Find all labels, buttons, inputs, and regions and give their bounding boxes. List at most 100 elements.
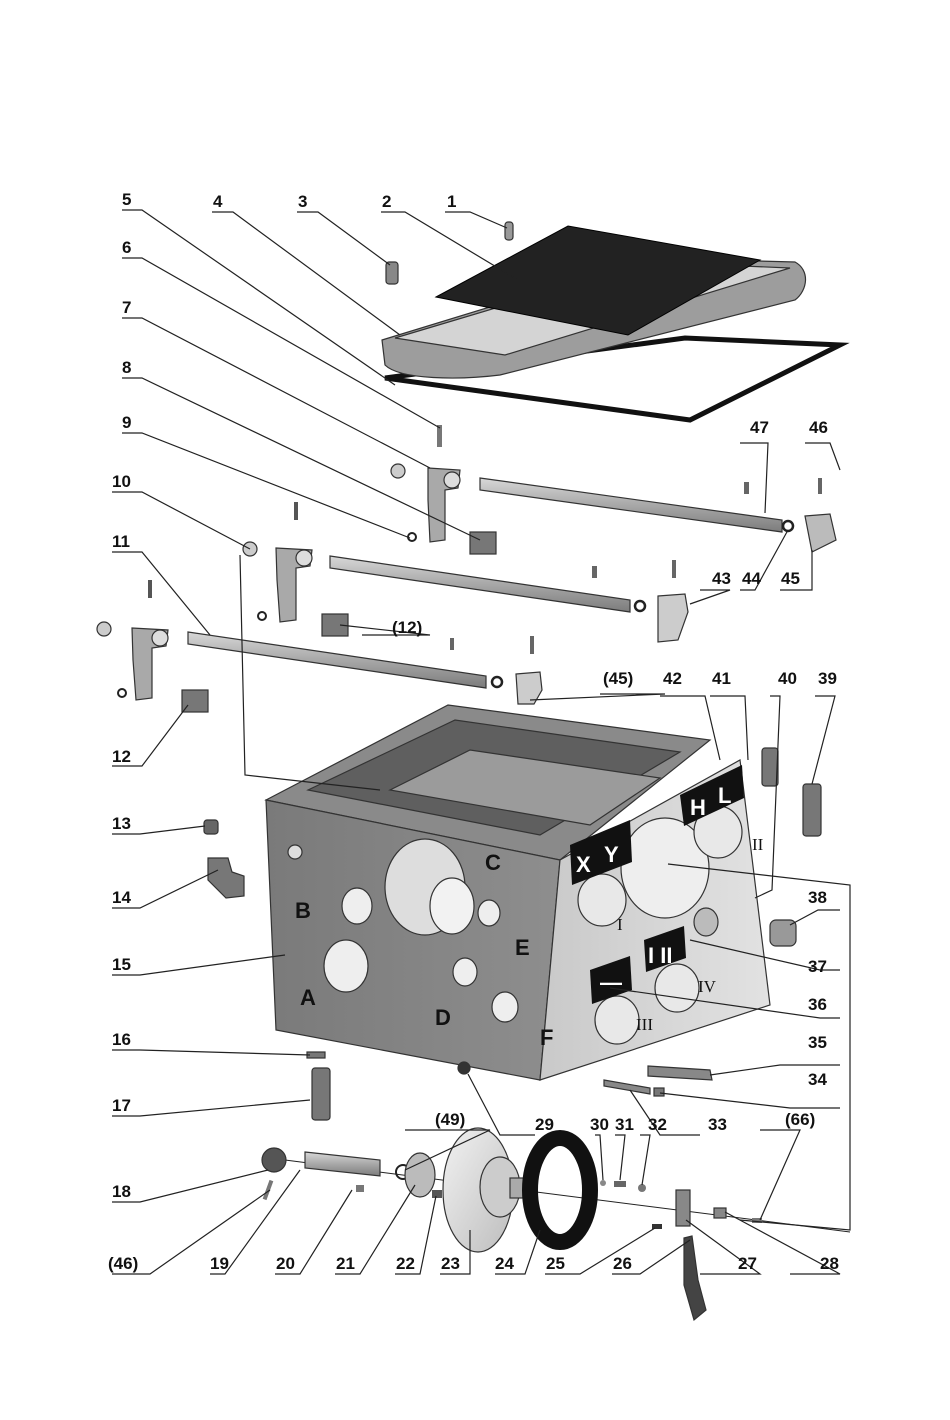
- bore-letter-b: B: [295, 898, 311, 923]
- bore-letter-c: C: [485, 850, 501, 875]
- shaft-19: [304, 1151, 381, 1177]
- dial-24: [522, 1130, 598, 1250]
- cover-plate-2: [434, 225, 762, 336]
- callout-8: 8: [122, 358, 131, 377]
- bore-letter-e: E: [515, 935, 530, 960]
- fork-45: [804, 513, 837, 553]
- shaft-label-ii: II: [752, 835, 764, 854]
- gear-18: [261, 1147, 287, 1173]
- callout-12: 12: [112, 747, 131, 766]
- callout-27: 27: [738, 1254, 757, 1273]
- callout-5: 5: [122, 190, 131, 209]
- plate-36: [590, 956, 632, 1004]
- middle-shaft-assembly: [242, 502, 689, 643]
- fork-43: [657, 593, 689, 643]
- callout-28: 28: [820, 1254, 839, 1273]
- housing-hardware: [203, 747, 822, 1121]
- bore-b: [341, 887, 373, 925]
- callout-15: 15: [112, 955, 131, 974]
- callout-4: 4: [213, 192, 223, 211]
- screw-39: [802, 783, 822, 837]
- screw-35: [647, 1065, 713, 1081]
- callout-33: 33: [708, 1115, 727, 1134]
- plate-37: [644, 926, 686, 972]
- callout-49-ref: (49): [435, 1110, 465, 1129]
- plate-36-text: —: [600, 970, 622, 995]
- callout-19: 19: [210, 1254, 229, 1273]
- callout-41: 41: [712, 669, 731, 688]
- gearbox-housing-15: X Y H L — I II A B C D E F I II III IV: [264, 704, 771, 1081]
- block-27: [675, 1189, 691, 1227]
- callout-31: 31: [615, 1115, 634, 1134]
- callout-7: 7: [122, 298, 131, 317]
- callout-11: 11: [112, 532, 130, 551]
- plate-37-text: I II: [648, 943, 672, 968]
- callout-45-ref: (45): [603, 669, 633, 688]
- cover-assembly: [381, 221, 850, 447]
- plate-letter-h: H: [690, 795, 706, 820]
- bore-d: [452, 957, 478, 987]
- bore-e: [477, 899, 501, 927]
- callout-66-ref: (66): [785, 1110, 815, 1129]
- plate-letter-x: X: [576, 852, 591, 877]
- callout-20: 20: [276, 1254, 295, 1273]
- callout-42: 42: [663, 669, 682, 688]
- pin-1: [504, 221, 514, 241]
- callout-16: 16: [112, 1030, 131, 1049]
- callout-14: 14: [112, 888, 131, 907]
- pin-33: [603, 1079, 651, 1095]
- shaft-label-iii: III: [636, 1015, 653, 1034]
- callout-29: 29: [535, 1115, 554, 1134]
- bore-letter-d: D: [435, 1005, 451, 1030]
- callout-23: 23: [441, 1254, 460, 1273]
- plate-letter-y: Y: [604, 842, 619, 867]
- callout-37: 37: [808, 957, 827, 976]
- block-8: [469, 531, 497, 555]
- callout-6: 6: [122, 238, 131, 257]
- handle-26: [683, 1235, 707, 1322]
- callout-labels: 1 2 3 4 5 6 7 8 9 10 11 (12) 12 13 14 15…: [108, 190, 839, 1273]
- bore-a: [323, 939, 369, 993]
- callout-46: 46: [809, 418, 828, 437]
- callout-46-ref: (46): [108, 1254, 138, 1273]
- callout-40: 40: [778, 669, 797, 688]
- callout-44: 44: [742, 569, 761, 588]
- callout-26: 26: [613, 1254, 632, 1273]
- callout-35: 35: [808, 1033, 827, 1052]
- callout-24: 24: [495, 1254, 514, 1273]
- plate-letter-l: L: [718, 783, 731, 808]
- flange-21: [404, 1152, 436, 1198]
- callout-45: 45: [781, 569, 800, 588]
- callout-13: 13: [112, 814, 131, 833]
- bore-f: [491, 991, 519, 1023]
- pin-6: [437, 425, 442, 447]
- plate-xy: [570, 820, 632, 885]
- elbow-14: [207, 857, 245, 899]
- callout-3: 3: [298, 192, 307, 211]
- plate-hl: [680, 765, 744, 826]
- callout-30: 30: [590, 1115, 609, 1134]
- bore-letter-f: F: [540, 1025, 553, 1050]
- callout-10: 10: [112, 472, 131, 491]
- callout-39: 39: [818, 669, 837, 688]
- callout-38: 38: [808, 888, 827, 907]
- shaft-label-i: I: [617, 915, 623, 934]
- callout-1: 1: [447, 192, 456, 211]
- callout-34: 34: [808, 1070, 827, 1089]
- leader-lines: [112, 209, 851, 1275]
- callout-17: 17: [112, 1096, 131, 1115]
- lower-shaft-assembly: [96, 580, 543, 713]
- bushing-40: [761, 747, 779, 787]
- callout-47: 47: [750, 418, 769, 437]
- callout-36: 36: [808, 995, 827, 1014]
- callout-25: 25: [546, 1254, 565, 1273]
- callout-43: 43: [712, 569, 731, 588]
- callout-22: 22: [396, 1254, 415, 1273]
- callout-18: 18: [112, 1182, 131, 1201]
- handwheel-assembly: [261, 1127, 851, 1322]
- screw-17: [311, 1067, 331, 1121]
- callout-9: 9: [122, 413, 131, 432]
- screw-3: [385, 261, 399, 285]
- callout-32: 32: [648, 1115, 667, 1134]
